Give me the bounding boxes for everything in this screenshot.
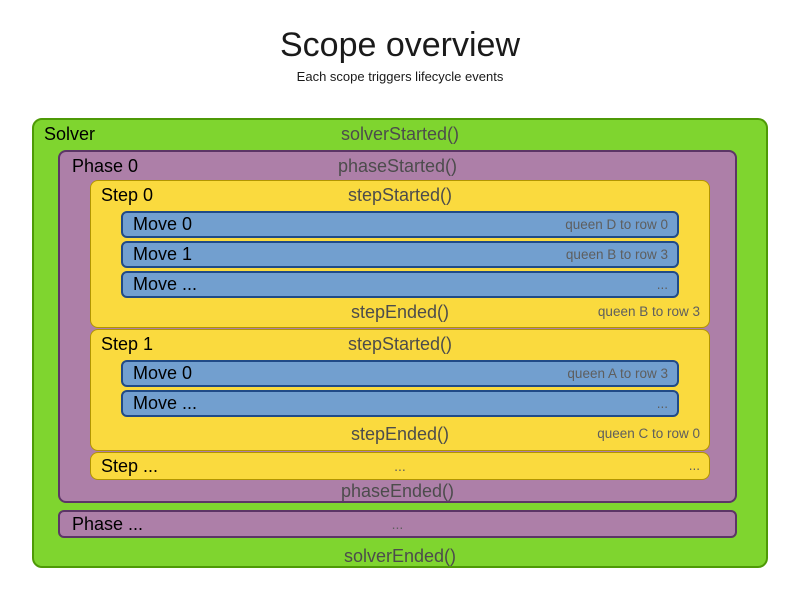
- step0-move0-annotation: queen D to row 0: [565, 217, 668, 232]
- step0-ended-annotation: queen B to row 3: [597, 304, 700, 319]
- solver-started-event: solverStarted(): [340, 124, 460, 144]
- solver-ended-event: solverEnded(): [343, 546, 457, 566]
- step-more-right-ellipsis: ...: [688, 458, 700, 473]
- solver-header: Solver solverStarted(): [34, 120, 766, 150]
- step1-scope-box: Step 1 stepStarted() Move 0 queen A to r…: [90, 329, 710, 451]
- step0-move1-annotation: queen B to row 3: [565, 247, 668, 262]
- phase0-header: Phase 0 phaseStarted(): [60, 152, 735, 182]
- step0-move1-label: Move 1: [133, 244, 193, 264]
- step1-ended-event: stepEnded(): [350, 424, 450, 444]
- step0-move0-label: Move 0: [133, 214, 193, 234]
- phase-more-center-ellipsis: ...: [391, 516, 404, 532]
- step1-move0-annotation: queen A to row 3: [567, 366, 668, 381]
- step1-move0-label: Move 0: [133, 363, 193, 383]
- step1-move-more-label: Move ...: [133, 393, 198, 413]
- step0-footer: stepEnded() queen B to row 3: [91, 297, 709, 327]
- phase-more-box: Phase ... ...: [58, 510, 737, 538]
- step0-header: Step 0 stepStarted(): [91, 181, 709, 211]
- step1-ended-annotation: queen C to row 0: [597, 426, 700, 441]
- step0-move1-box: Move 1 queen B to row 3: [121, 241, 679, 268]
- step1-footer: stepEnded() queen C to row 0: [91, 418, 709, 451]
- step1-started-event: stepStarted(): [347, 334, 453, 354]
- step-more-center-ellipsis: ...: [394, 458, 406, 474]
- step0-move-more-annotation: ...: [656, 277, 668, 292]
- step0-move-more-box: Move ... ...: [121, 271, 679, 298]
- step1-move-more-box: Move ... ...: [121, 390, 679, 417]
- step0-move-more-label: Move ...: [133, 274, 198, 294]
- solver-footer: solverEnded(): [34, 542, 766, 570]
- step0-move0-box: Move 0 queen D to row 0: [121, 211, 679, 238]
- phase0-ended-event: phaseEnded(): [340, 481, 455, 501]
- step-more-label: Step ...: [101, 456, 159, 476]
- solver-scope-box: Solver solverStarted() Phase 0 phaseStar…: [32, 118, 768, 568]
- page-subtitle: Each scope triggers lifecycle events: [296, 69, 504, 84]
- step1-header: Step 1 stepStarted(): [91, 330, 709, 360]
- step0-label: Step 0: [101, 185, 154, 205]
- step0-ended-event: stepEnded(): [350, 302, 450, 322]
- phase0-label: Phase 0: [72, 156, 139, 176]
- phase-more-label: Phase ...: [72, 514, 144, 534]
- phase0-started-event: phaseStarted(): [337, 156, 458, 176]
- phase0-scope-box: Phase 0 phaseStarted() Step 0 stepStarte…: [58, 150, 737, 503]
- page-title: Scope overview: [279, 26, 520, 64]
- step-more-box: Step ... ... ...: [90, 452, 710, 480]
- step0-scope-box: Step 0 stepStarted() Move 0 queen D to r…: [90, 180, 710, 328]
- step1-move-more-annotation: ...: [656, 396, 668, 411]
- step1-label: Step 1: [101, 334, 154, 354]
- step0-started-event: stepStarted(): [347, 185, 453, 205]
- step1-move0-box: Move 0 queen A to row 3: [121, 360, 679, 387]
- phase0-footer: phaseEnded(): [60, 479, 735, 504]
- solver-label: Solver: [44, 124, 96, 144]
